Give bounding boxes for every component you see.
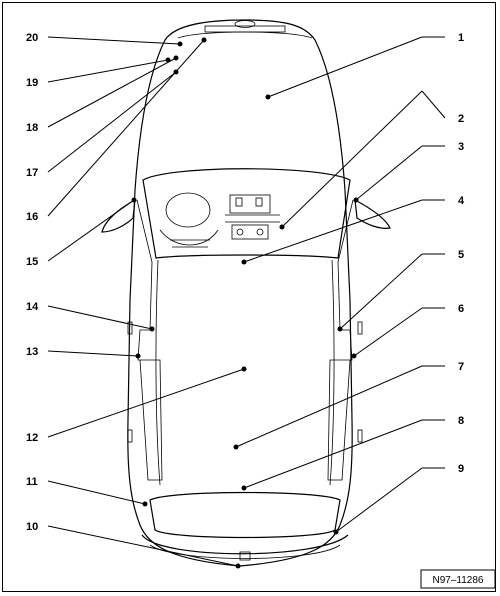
dashboard <box>159 192 280 248</box>
left-front-door-handle <box>127 321 133 335</box>
car-body <box>101 19 391 567</box>
callout-label-20: 20 <box>26 32 38 44</box>
rear-license-light <box>239 551 251 561</box>
hood-line <box>177 31 313 39</box>
callout-10[interactable]: 10 <box>26 521 241 569</box>
callout-4[interactable]: 4 <box>241 195 466 265</box>
callout-label-13: 13 <box>26 346 38 358</box>
callout-2[interactable]: 2 <box>279 90 465 230</box>
callout-16[interactable]: 16 <box>26 37 207 224</box>
callout-label-4: 4 <box>458 195 465 207</box>
callout-11[interactable]: 11 <box>26 476 148 507</box>
callout-3[interactable]: 3 <box>353 141 465 203</box>
roof-right-rail <box>329 259 335 486</box>
callout-18[interactable]: 18 <box>26 55 179 135</box>
callout-label-12: 12 <box>26 432 38 444</box>
callout-label-15: 15 <box>26 256 38 268</box>
car-outer-body <box>127 19 353 567</box>
callout-label-7: 7 <box>458 361 464 373</box>
front-grille <box>204 25 286 33</box>
callout-label-18: 18 <box>26 122 38 134</box>
callout-label-17: 17 <box>26 167 38 179</box>
callout-19[interactable]: 19 <box>26 57 171 90</box>
callout-label-10: 10 <box>26 521 38 533</box>
callout-13[interactable]: 13 <box>26 346 141 359</box>
callout-9[interactable]: 9 <box>333 463 465 535</box>
callout-12[interactable]: 12 <box>26 366 247 445</box>
rear-window <box>149 491 341 539</box>
callout-6[interactable]: 6 <box>351 303 465 359</box>
front-badge <box>234 20 256 28</box>
right-mirror <box>354 198 391 229</box>
roof-left-rail <box>155 259 161 486</box>
callout-1[interactable]: 1 <box>265 32 465 100</box>
callouts-right: 1 2 3 4 5 6 <box>233 32 466 535</box>
callouts-left: 20 19 18 17 16 15 14 <box>26 32 247 569</box>
right-rear-door-handle <box>357 429 363 443</box>
callout-label-16: 16 <box>26 211 38 223</box>
reference-code: N97–11286 <box>433 575 484 586</box>
right-side-window <box>327 199 354 481</box>
callout-label-8: 8 <box>458 415 464 427</box>
callout-7[interactable]: 7 <box>233 361 465 450</box>
callout-label-11: 11 <box>26 476 38 488</box>
left-side-window <box>136 199 163 481</box>
callout-14[interactable]: 14 <box>26 301 155 332</box>
callout-label-2: 2 <box>458 113 464 125</box>
left-rear-door-handle <box>127 429 133 443</box>
callout-label-9: 9 <box>458 463 464 475</box>
callout-label-14: 14 <box>26 301 39 313</box>
diagram-frame <box>2 2 496 592</box>
callout-label-1: 1 <box>458 32 464 44</box>
callout-15[interactable]: 15 <box>26 197 137 269</box>
rear-bumper <box>141 534 349 555</box>
callout-8[interactable]: 8 <box>241 415 465 491</box>
callout-label-3: 3 <box>458 141 464 153</box>
callout-20[interactable]: 20 <box>26 32 183 47</box>
callout-label-5: 5 <box>458 249 464 261</box>
callout-17[interactable]: 17 <box>26 69 179 180</box>
callout-label-19: 19 <box>26 77 38 89</box>
callout-5[interactable]: 5 <box>337 249 465 332</box>
callout-label-6: 6 <box>458 303 464 315</box>
windshield <box>142 168 351 259</box>
left-mirror <box>101 198 136 233</box>
reference-code-box: N97–11286 <box>420 569 496 589</box>
right-front-door-handle <box>357 321 363 335</box>
